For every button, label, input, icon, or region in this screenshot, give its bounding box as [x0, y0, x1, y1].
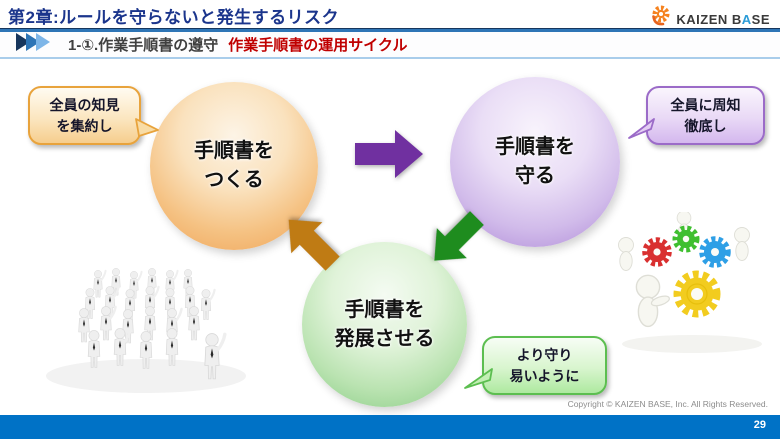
green-gear-icon [672, 225, 700, 253]
cycle-arrow-develop-to-create-icon [265, 196, 356, 287]
note-create-bubble: 全員の知見 を集約し [28, 86, 141, 145]
cycle-arrow-keep-to-develop-icon [411, 196, 499, 284]
chevron-right-icon [16, 32, 58, 57]
blue-gear-icon [699, 236, 731, 268]
logo-text-dark2: SE [751, 11, 770, 27]
crowd-of-figures-illustration [46, 267, 246, 393]
note-keep-bubble-tail [628, 118, 655, 139]
cycle-step-develop-circle: 手順書を 発展させる [302, 242, 467, 407]
note-keep-bubble: 全員に周知 徹底し [646, 86, 765, 145]
circle-text-line: 守る [515, 165, 555, 187]
header: 第2章:ルールを守らないと発生するリスク KAIZEN BASE [0, 0, 780, 29]
note-develop-bubble: より守り 易いように [482, 336, 607, 395]
circle-text-line: 手順書を [495, 136, 575, 158]
red-gear-icon [642, 237, 672, 267]
circle-text-line: 発展させる [334, 327, 435, 350]
pushing-figure [635, 274, 670, 328]
circle-text-line: つくる [204, 169, 264, 191]
circle-text-line: 手順書を [194, 140, 274, 162]
gear-logo-icon [649, 4, 672, 34]
page-title: 第2章:ルールを守らないと発生するリスク [8, 8, 340, 27]
logo-text-accent: A [741, 11, 752, 27]
note-develop-bubble-tail [464, 368, 493, 389]
note-text-line: 易いように [509, 367, 580, 384]
logo-text: KAIZEN BASE [676, 12, 770, 27]
cycle-arrow-create-to-keep-icon [352, 128, 428, 180]
cycle-step-keep-circle: 手順書を 守る [450, 77, 620, 247]
figures-pushing-gears-illustration [618, 212, 762, 353]
note-text-line: を集約し [56, 117, 113, 134]
logo-text-dark1: KAIZEN B [676, 11, 742, 27]
note-text-line: 徹底し [684, 117, 727, 134]
note-text-line: 全員に周知 [670, 96, 741, 113]
note-text-line: 全員の知見 [49, 96, 120, 113]
subheader-divider [0, 57, 780, 59]
topic-label: 作業手順書の運用サイクル [228, 37, 408, 54]
section-label: 1-①.作業手順書の遵守 [68, 37, 219, 54]
yellow-gear-icon [673, 270, 721, 318]
note-text-line: より守り [516, 346, 573, 363]
copyright-text: Copyright © KAIZEN BASE, Inc. All Rights… [567, 399, 768, 409]
subheader: 1-①.作業手順書の遵守 作業手順書の運用サイクル [0, 32, 780, 57]
page-number: 29 [753, 419, 766, 431]
header-divider [0, 28, 780, 32]
circle-text-line: 手順書を [344, 298, 425, 321]
footer-bar: 29 [0, 415, 780, 439]
note-create-bubble-tail [135, 118, 159, 137]
kaizen-base-logo: KAIZEN BASE [649, 4, 770, 34]
